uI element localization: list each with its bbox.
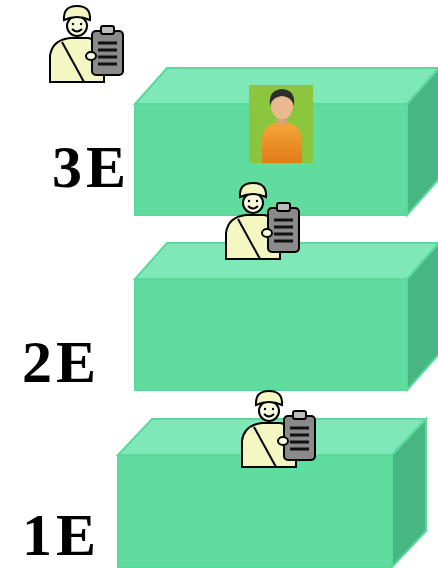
block-front xyxy=(135,279,407,390)
nurse-icon xyxy=(50,6,123,82)
floor-label: 3E xyxy=(52,137,130,197)
floor-label: 2E xyxy=(22,332,100,392)
patient-hair xyxy=(270,89,295,106)
patient-icon xyxy=(249,85,313,163)
block-front xyxy=(135,104,407,215)
block-side xyxy=(407,68,438,215)
patient-body xyxy=(262,122,302,163)
patient-background xyxy=(249,85,313,163)
block-top xyxy=(118,419,426,455)
nurse-icon xyxy=(242,391,315,467)
block-shape xyxy=(135,243,438,390)
block-side xyxy=(392,419,426,567)
floor-block: 2E xyxy=(135,243,438,390)
block-top xyxy=(135,68,438,104)
block-top xyxy=(135,243,438,279)
block-front xyxy=(118,455,392,567)
block-side xyxy=(407,243,438,390)
floor-label: 1E xyxy=(22,505,100,565)
